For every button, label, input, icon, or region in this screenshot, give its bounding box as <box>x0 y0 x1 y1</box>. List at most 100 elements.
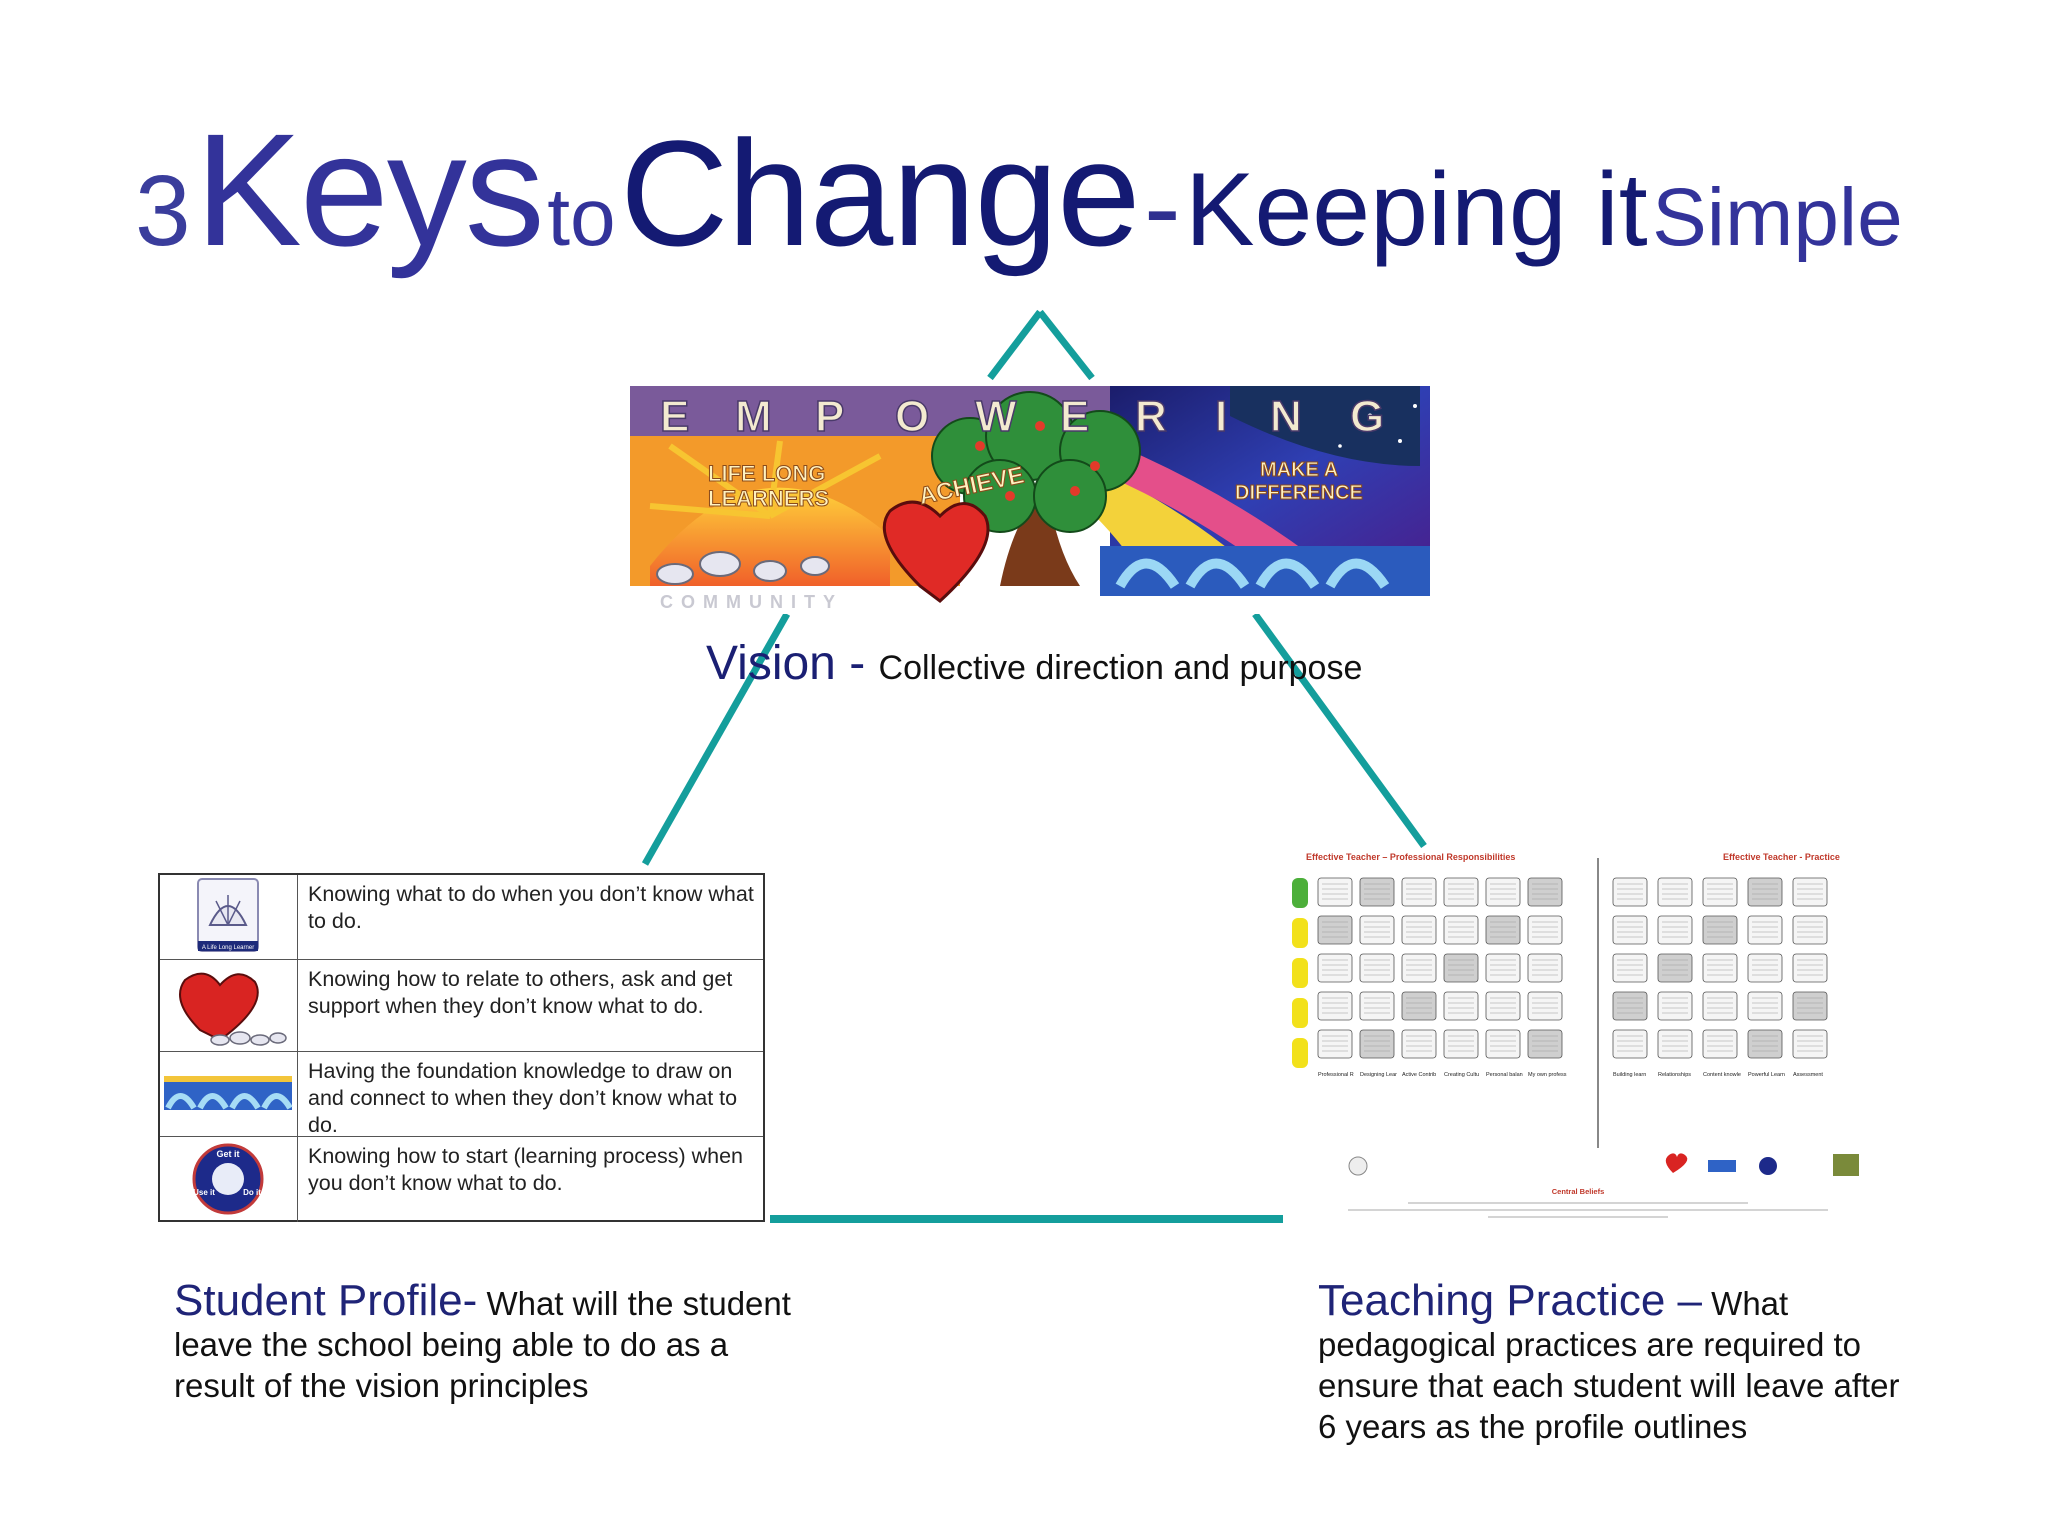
icon-caption: A Life Long Learner <box>202 945 254 951</box>
chart-box <box>1527 915 1563 945</box>
chart-box <box>1485 953 1521 983</box>
chart-box <box>1359 877 1395 907</box>
triangle-left-top <box>987 309 1043 381</box>
chart-box <box>1527 953 1563 983</box>
profile-row-text: Having the foundation knowledge to draw … <box>308 1059 738 1137</box>
chart-column-heading: Personal balan <box>1486 1072 1523 1078</box>
table-row: Knowing how to relate to others, ask and… <box>160 960 763 1052</box>
chart-column-heading: Powerful Learn <box>1748 1072 1785 1078</box>
chart-box <box>1657 1029 1693 1059</box>
chart-box <box>1702 915 1738 945</box>
chart-box <box>1747 1029 1783 1059</box>
chart-box <box>1792 991 1828 1021</box>
title-dash: - <box>1143 146 1181 269</box>
profile-row-text: Knowing how to relate to others, ask and… <box>308 967 733 1018</box>
banner-learners: LEARNERS <box>708 486 829 511</box>
triangle-right-side <box>1252 611 1427 849</box>
banner-letter: E <box>1060 392 1089 441</box>
title-keys: Keys <box>195 100 545 279</box>
chart-box <box>1527 1029 1563 1059</box>
chart-box <box>1612 991 1648 1021</box>
chart-box <box>1359 991 1395 1021</box>
chart-box <box>1317 1029 1353 1059</box>
chart-box <box>1485 877 1521 907</box>
banner-letter: M <box>735 392 772 441</box>
student-profile-caption: Student Profile- What will the student l… <box>174 1279 794 1406</box>
chart-box <box>1747 953 1783 983</box>
teaching-practice-description: What pedagogical practices are required … <box>1318 1285 1900 1445</box>
vision-banner-image: E M P O W E R I N G LIFE LONG LEARNERS A… <box>630 386 1430 614</box>
chart-color-strip <box>1292 878 1308 1068</box>
banner-letter: O <box>895 392 929 441</box>
chart-column-heading: Relationships <box>1658 1072 1691 1078</box>
chart-column-heading: Building learn <box>1613 1072 1646 1078</box>
chart-box <box>1317 953 1353 983</box>
chart-box <box>1702 877 1738 907</box>
title-number: 3 <box>135 155 191 267</box>
chart-box <box>1359 1029 1395 1059</box>
chart-box <box>1747 991 1783 1021</box>
chart-box <box>1401 953 1437 983</box>
chart-left-title: Effective Teacher – Professional Respons… <box>1306 852 1515 862</box>
chart-box <box>1657 991 1693 1021</box>
chart-box <box>1792 877 1828 907</box>
banner-letter: N <box>1270 392 1302 441</box>
chart-box <box>1359 915 1395 945</box>
teaching-practice-chart: Effective Teacher – Professional Respons… <box>1288 848 1868 1228</box>
chart-box <box>1702 991 1738 1021</box>
badge-word: Get it <box>216 1149 239 1159</box>
banner-letter: W <box>975 392 1017 441</box>
title-change: Change <box>620 109 1140 277</box>
chart-box <box>1657 877 1693 907</box>
chart-box <box>1485 915 1521 945</box>
chart-box <box>1657 953 1693 983</box>
chart-bottom-icons <box>1348 1153 1859 1176</box>
chart-box <box>1401 877 1437 907</box>
title-keeping: Keeping it <box>1185 152 1648 268</box>
chart-box <box>1443 991 1479 1021</box>
title-simple: Simple <box>1652 172 1903 263</box>
chart-column-heading: Assessment <box>1793 1072 1823 1078</box>
banner-letter: P <box>815 392 844 441</box>
chart-column-heading: Designing Lear <box>1360 1072 1397 1078</box>
badge-word: Do it <box>243 1188 261 1197</box>
vision-label: Vision <box>706 637 836 690</box>
wave-icon <box>160 1052 298 1136</box>
chart-box <box>1443 1029 1479 1059</box>
banner-difference: DIFFERENCE <box>1235 482 1363 504</box>
chart-box <box>1657 915 1693 945</box>
chart-column-heading: Content knowle <box>1703 1072 1741 1078</box>
chart-box <box>1612 953 1648 983</box>
chart-box <box>1527 991 1563 1021</box>
triangle-left-side <box>641 612 791 866</box>
banner-community: COMMUNITY <box>660 592 843 612</box>
student-profile-heading: Student Profile- <box>174 1276 478 1325</box>
badge-word: Use it <box>193 1188 215 1197</box>
title-to: to <box>547 172 616 263</box>
banner-letter: G <box>1350 392 1384 441</box>
chart-box <box>1612 915 1648 945</box>
chart-box <box>1443 877 1479 907</box>
banner-letter: E <box>660 392 689 441</box>
chart-box <box>1443 953 1479 983</box>
shell-icon: A Life Long Learner <box>160 875 298 959</box>
teaching-practice-heading: Teaching Practice – <box>1318 1276 1702 1325</box>
chart-box <box>1401 1029 1437 1059</box>
chart-box <box>1747 877 1783 907</box>
chart-box <box>1792 953 1828 983</box>
profile-row-text: Knowing how to start (learning process) … <box>308 1144 743 1195</box>
chart-box <box>1485 1029 1521 1059</box>
chart-box <box>1317 991 1353 1021</box>
chart-box <box>1612 877 1648 907</box>
chart-box <box>1792 915 1828 945</box>
chart-central-beliefs: Central Beliefs <box>1552 1187 1605 1196</box>
chart-box <box>1747 915 1783 945</box>
chart-box <box>1702 953 1738 983</box>
chart-box <box>1317 915 1353 945</box>
student-profile-table: A Life Long Learner Knowing what to do w… <box>158 873 765 1222</box>
chart-box <box>1317 877 1353 907</box>
heart-icon <box>160 960 298 1051</box>
chart-column-heading: My own profess <box>1528 1072 1567 1078</box>
chart-box <box>1443 915 1479 945</box>
